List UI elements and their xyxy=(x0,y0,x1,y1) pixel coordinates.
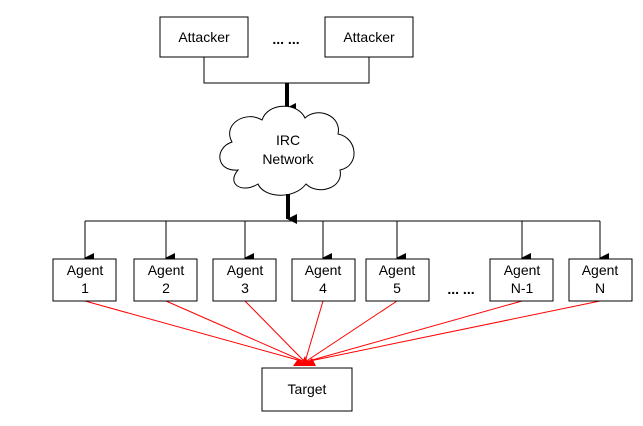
attacker-label-last: Attacker xyxy=(343,29,395,45)
impact-burst-icon xyxy=(293,356,316,366)
irc-network-cloud: IRC Network xyxy=(219,105,355,196)
agent-box-2: Agent 2 xyxy=(133,258,198,302)
attack-lines xyxy=(84,300,601,366)
agents-ellipsis: ... ... xyxy=(447,281,474,297)
attack-line xyxy=(304,300,601,363)
agent-label-line2: 5 xyxy=(393,280,401,296)
agent-label-line1: Agent xyxy=(504,262,541,278)
agent-label-line2: 3 xyxy=(241,280,249,296)
agent-label-line2: N-1 xyxy=(511,280,534,296)
agent-label-line2: N xyxy=(595,280,605,296)
target-box: Target xyxy=(261,367,353,412)
agent-box-3: Agent 3 xyxy=(212,258,277,302)
agent-label-line1: Agent xyxy=(379,262,416,278)
target-label: Target xyxy=(288,381,327,397)
attack-line xyxy=(244,300,306,363)
attack-line xyxy=(165,300,306,363)
network-label-line2: Network xyxy=(262,151,314,167)
attacker-label-first: Attacker xyxy=(178,29,230,45)
agent-label-line1: Agent xyxy=(582,262,619,278)
attackers-ellipsis: ... ... xyxy=(272,31,299,47)
agent-label-line2: 4 xyxy=(319,280,327,296)
agent-box-5: Agent 5 xyxy=(365,258,430,302)
network-label-line1: IRC xyxy=(276,132,300,148)
agent-label-line1: Agent xyxy=(67,262,104,278)
agent-arrows xyxy=(84,221,609,263)
agent-label-line1: Agent xyxy=(227,262,264,278)
agent-label-line2: 1 xyxy=(81,280,89,296)
attack-line xyxy=(304,300,523,363)
attacker-box-first: Attacker xyxy=(159,16,249,58)
agent-label-line1: Agent xyxy=(305,262,342,278)
agent-label-line1: Agent xyxy=(148,262,185,278)
attack-line xyxy=(304,300,324,363)
attack-line xyxy=(304,300,398,363)
agent-box-n-1: Agent N-1 xyxy=(489,258,554,302)
attacker-connector xyxy=(203,57,370,84)
agent-box-n: Agent N xyxy=(568,258,633,302)
agent-box-1: Agent 1 xyxy=(52,258,117,302)
agent-box-4: Agent 4 xyxy=(291,258,356,302)
attacker-box-last: Attacker xyxy=(324,16,414,58)
attack-line xyxy=(84,300,306,363)
agent-label-line2: 2 xyxy=(162,280,170,296)
